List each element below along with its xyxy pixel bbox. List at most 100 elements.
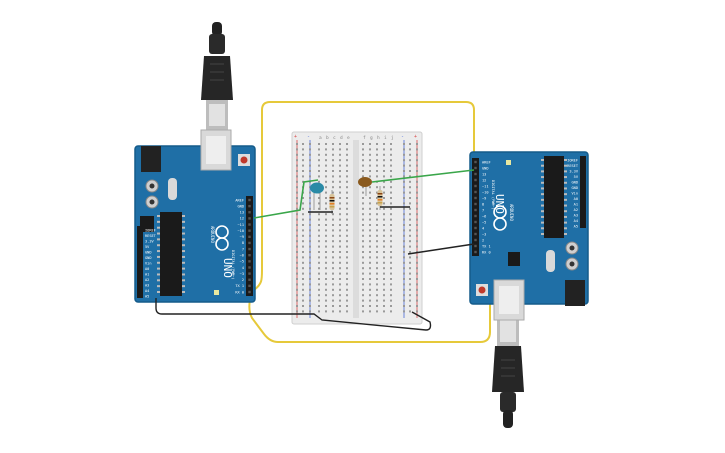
- breadboard-hole[interactable]: [369, 191, 371, 194]
- breadboard-hole[interactable]: [376, 310, 378, 313]
- breadboard-hole[interactable]: [318, 197, 320, 199]
- breadboard-hole[interactable]: [332, 148, 334, 151]
- breadboard-hole[interactable]: [302, 283, 304, 286]
- breadboard-hole[interactable]: [296, 186, 298, 189]
- header-pin[interactable]: [474, 220, 477, 224]
- breadboard-hole[interactable]: [346, 288, 348, 291]
- breadboard-hole[interactable]: [390, 207, 392, 210]
- breadboard-hole[interactable]: [383, 191, 385, 194]
- breadboard-hole[interactable]: [362, 153, 364, 156]
- breadboard-hole[interactable]: [390, 159, 392, 162]
- breadboard-hole[interactable]: [416, 299, 418, 302]
- breadboard-hole[interactable]: [416, 229, 418, 232]
- breadboard-hole[interactable]: [346, 299, 348, 302]
- led-component[interactable]: [310, 182, 324, 211]
- breadboard-hole[interactable]: [362, 159, 364, 162]
- breadboard-hole[interactable]: [296, 218, 298, 221]
- header-pin[interactable]: [248, 278, 251, 281]
- breadboard-hole[interactable]: [369, 229, 371, 232]
- breadboard-hole[interactable]: [362, 213, 364, 216]
- header-pin[interactable]: [248, 284, 251, 288]
- breadboard-hole[interactable]: [390, 148, 392, 151]
- breadboard-hole[interactable]: [383, 251, 385, 253]
- breadboard-hole[interactable]: [339, 164, 341, 167]
- breadboard-hole[interactable]: [376, 143, 378, 145]
- breadboard-hole[interactable]: [332, 278, 334, 280]
- breadboard-hole[interactable]: [376, 288, 378, 291]
- header-pin[interactable]: [474, 214, 477, 218]
- breadboard-hole[interactable]: [339, 148, 341, 151]
- breadboard-hole[interactable]: [318, 164, 320, 167]
- breadboard-hole[interactable]: [325, 180, 327, 183]
- breadboard-hole[interactable]: [383, 148, 385, 151]
- header-pin[interactable]: [474, 244, 477, 248]
- black-wire-right-gnd[interactable]: [407, 243, 475, 255]
- breadboard-hole[interactable]: [339, 251, 341, 253]
- breadboard-hole[interactable]: [339, 197, 341, 199]
- breadboard-hole[interactable]: [390, 267, 392, 270]
- header-pin[interactable]: [248, 290, 251, 294]
- breadboard-hole[interactable]: [302, 240, 304, 243]
- header-pin[interactable]: [474, 178, 477, 182]
- breadboard-hole[interactable]: [369, 207, 371, 210]
- breadboard-hole[interactable]: [332, 234, 334, 237]
- breadboard-hole[interactable]: [332, 245, 334, 248]
- breadboard-hole[interactable]: [376, 153, 378, 156]
- breadboard-hole[interactable]: [309, 251, 311, 253]
- breadboard-hole[interactable]: [332, 229, 334, 232]
- breadboard-hole[interactable]: [346, 207, 348, 210]
- breadboard-hole[interactable]: [409, 213, 411, 216]
- breadboard-hole[interactable]: [383, 153, 385, 156]
- breadboard-hole[interactable]: [403, 272, 405, 275]
- breadboard-hole[interactable]: [362, 164, 364, 167]
- breadboard-hole[interactable]: [346, 294, 348, 297]
- header-pin[interactable]: [474, 184, 477, 188]
- header-pin[interactable]: [248, 266, 251, 269]
- breadboard-hole[interactable]: [332, 175, 334, 178]
- breadboard-hole[interactable]: [296, 202, 298, 205]
- breadboard-hole[interactable]: [376, 218, 378, 221]
- breadboard-hole[interactable]: [332, 213, 334, 216]
- black-wire-bottom[interactable]: [155, 298, 432, 331]
- breadboard-hole[interactable]: [332, 305, 334, 307]
- breadboard-hole[interactable]: [318, 240, 320, 243]
- breadboard-hole[interactable]: [383, 170, 385, 172]
- breadboard-hole[interactable]: [409, 288, 411, 291]
- breadboard-hole[interactable]: [296, 245, 298, 248]
- breadboard-hole[interactable]: [383, 267, 385, 270]
- breadboard-hole[interactable]: [309, 213, 311, 216]
- breadboard-hole[interactable]: [369, 256, 371, 259]
- breadboard-hole[interactable]: [416, 261, 418, 264]
- breadboard-hole[interactable]: [416, 310, 418, 313]
- header-pin[interactable]: [474, 196, 477, 200]
- breadboard-hole[interactable]: [302, 153, 304, 156]
- breadboard-hole[interactable]: [296, 175, 298, 178]
- breadboard-hole[interactable]: [332, 191, 334, 194]
- breadboard-hole[interactable]: [318, 153, 320, 156]
- breadboard-hole[interactable]: [318, 256, 320, 259]
- header-pin[interactable]: [474, 166, 477, 170]
- header-pin[interactable]: [474, 208, 477, 212]
- breadboard-hole[interactable]: [318, 245, 320, 248]
- breadboard-hole[interactable]: [376, 202, 378, 205]
- breadboard-hole[interactable]: [296, 197, 298, 199]
- breadboard-hole[interactable]: [383, 272, 385, 275]
- breadboard-hole[interactable]: [346, 234, 348, 237]
- breadboard-hole[interactable]: [339, 305, 341, 307]
- breadboard-hole[interactable]: [362, 278, 364, 280]
- breadboard-hole[interactable]: [346, 245, 348, 248]
- breadboard-hole[interactable]: [296, 299, 298, 302]
- breadboard-hole[interactable]: [296, 251, 298, 253]
- breadboard-hole[interactable]: [369, 294, 371, 297]
- breadboard-hole[interactable]: [318, 218, 320, 221]
- breadboard-hole[interactable]: [390, 283, 392, 286]
- breadboard-hole[interactable]: [416, 234, 418, 237]
- breadboard-hole[interactable]: [332, 143, 334, 145]
- breadboard-hole[interactable]: [309, 175, 311, 178]
- breadboard-hole[interactable]: [318, 175, 320, 178]
- breadboard-hole[interactable]: [309, 234, 311, 237]
- arduino-uno-right[interactable]: UNO ARDUINO AREFGND1312~11~10~987~6~54~3…: [469, 151, 589, 321]
- breadboard-hole[interactable]: [296, 234, 298, 237]
- header-pin[interactable]: [248, 204, 251, 208]
- usb-cable-top[interactable]: [201, 22, 233, 130]
